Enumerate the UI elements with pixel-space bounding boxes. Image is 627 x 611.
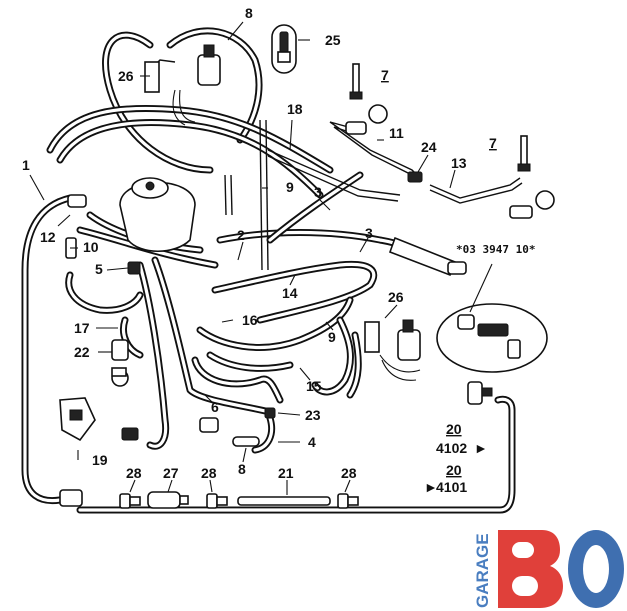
junction-fitting-bottom-left-icon (59, 489, 83, 507)
label-2: 2 (237, 227, 245, 243)
metal-lines (224, 119, 523, 271)
label-8-lower: 8 (238, 461, 246, 477)
label-26-lower: 26 (388, 289, 404, 305)
logo-zero-icon (568, 530, 624, 608)
check-valve-25-icon (271, 24, 297, 74)
label-19: 19 (92, 452, 108, 468)
label-21: 21 (278, 465, 294, 481)
label-7-right: 7 (489, 135, 497, 151)
clamp-icon (121, 427, 139, 441)
bolt-7-upper-icon (349, 63, 363, 100)
variant-4101: 4101 (436, 479, 467, 495)
label-5: 5 (95, 261, 103, 277)
label-16: 16 (242, 312, 258, 328)
bolt-7-right-icon (517, 135, 531, 172)
label-24: 24 (421, 139, 437, 155)
label-20-b: 20 (446, 462, 462, 478)
filter-icon (199, 417, 219, 433)
label-20-a: 20 (446, 421, 462, 437)
label-1: 1 (22, 157, 30, 173)
tee-connector-24-icon (407, 171, 423, 183)
hose-8-lower-icon (232, 436, 260, 447)
label-28-b: 28 (201, 465, 217, 481)
label-6: 6 (211, 399, 219, 415)
label-3-mid: 3 (365, 225, 373, 241)
label-15: 15 (306, 378, 322, 394)
label-27: 27 (163, 465, 179, 481)
label-28-a: 28 (126, 465, 142, 481)
connector-12-icon (67, 194, 87, 208)
label-18: 18 (287, 101, 303, 117)
label-11: 11 (389, 125, 404, 141)
detail-inset-sensor-icon (436, 263, 548, 373)
label-4: 4 (308, 434, 316, 450)
part-labels: 8 25 26 7 18 11 7 24 13 1 9 3 12 10 2 3 … (22, 5, 535, 495)
garage80-logo: GARAGE 80 (473, 530, 624, 608)
label-12: 12 (40, 229, 56, 245)
thermo-valve-19-icon (59, 397, 96, 442)
joint-28-c-icon (337, 493, 359, 509)
label-25: 25 (325, 32, 341, 48)
reference-code: *03 3947 10* (456, 243, 535, 256)
label-10: 10 (83, 239, 99, 255)
sensor-20-icon (467, 381, 493, 405)
label-23: 23 (305, 407, 321, 423)
valve-27-icon (147, 491, 189, 509)
label-9-lower: 9 (328, 329, 336, 345)
sleeve-22-icon (111, 339, 129, 361)
vacuum-unit-right-icon (509, 190, 555, 219)
vacuum-reservoir-icon (119, 177, 196, 252)
logo-word: GARAGE (473, 533, 492, 608)
label-9-top: 9 (286, 179, 294, 195)
leader-lines (29, 21, 456, 495)
label-17: 17 (74, 320, 90, 336)
damper-unit-icon (388, 236, 467, 277)
label-26-top: 26 (118, 68, 134, 84)
joint-28-a-icon (119, 493, 141, 509)
solenoid-valve-lower-icon (364, 319, 421, 381)
label-8-top: 8 (245, 5, 253, 21)
tube-21-icon (237, 496, 331, 506)
connector-5-icon (127, 261, 141, 275)
vacuum-unit-upper-icon (345, 104, 388, 135)
logo-eight-icon (498, 530, 563, 608)
valve-small-icon (111, 367, 129, 387)
variant-4102: 4102 (436, 440, 467, 456)
tee-23-icon (264, 407, 276, 419)
label-13: 13 (451, 155, 467, 171)
joint-28-b-icon (206, 493, 228, 509)
label-28-c: 28 (341, 465, 357, 481)
label-14: 14 (282, 285, 298, 301)
label-3-top: 3 (314, 184, 322, 200)
label-22: 22 (74, 344, 90, 360)
variant-arrow-a: ► (474, 440, 488, 456)
variant-arrow-b: ► (424, 479, 438, 495)
solenoid-valve-upper-icon (144, 44, 221, 126)
label-7-upper: 7 (381, 67, 389, 83)
